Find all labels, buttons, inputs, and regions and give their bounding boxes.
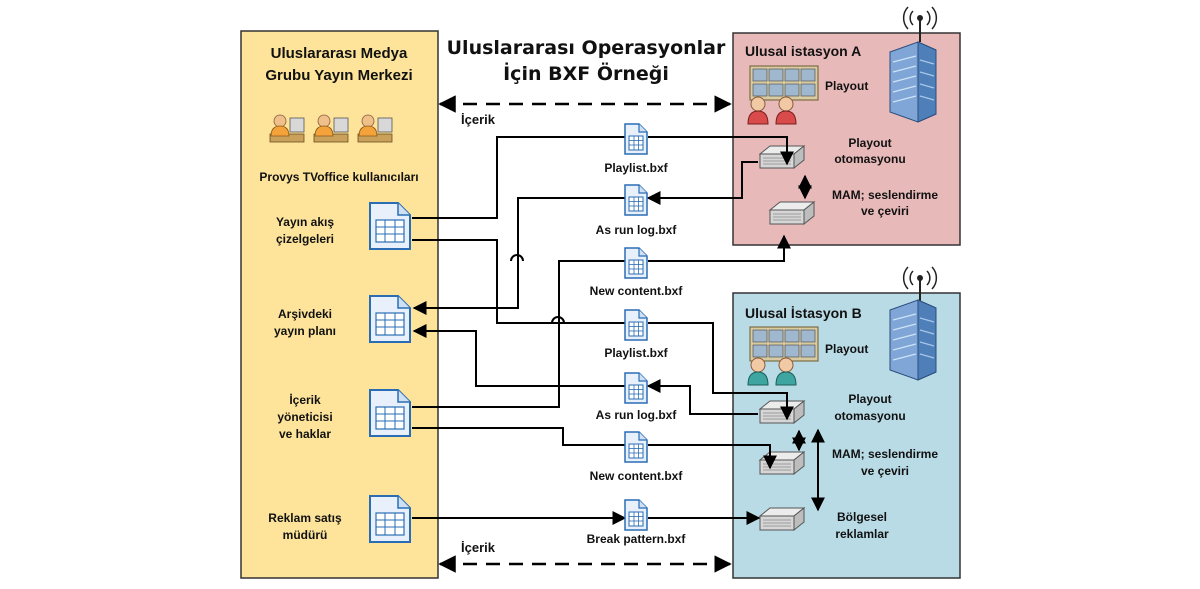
left-panel-title-line1: Uluslararası Medya bbox=[271, 45, 408, 62]
content-label-bottom: İçerik bbox=[461, 540, 496, 555]
content-label-top: İçerik bbox=[461, 112, 496, 127]
monitors-a-icon bbox=[749, 65, 819, 101]
file-breakpattern: Break pattern.bxf bbox=[587, 499, 687, 546]
station-b-mam-line1: MAM; seslendirme bbox=[832, 447, 938, 461]
bxf-file-icon bbox=[624, 309, 648, 341]
file-newcontent-a: New content.bxf bbox=[590, 247, 684, 298]
file-label: As run log.bxf bbox=[596, 408, 678, 422]
file-newcontent-b: New content.bxf bbox=[590, 431, 684, 483]
file-label: New content.bxf bbox=[590, 284, 684, 298]
line-crossings bbox=[510, 254, 565, 324]
station-b-automation-line1: Playout bbox=[848, 392, 891, 406]
item-schedules-line2: çizelgeleri bbox=[276, 232, 334, 246]
monitors-b-icon bbox=[749, 326, 819, 362]
file-asrun-b: As run log.bxf bbox=[596, 372, 678, 422]
station-a-mam-line2: ve çeviri bbox=[861, 204, 909, 218]
station-a-title: Ulusal istasyon A bbox=[745, 43, 861, 59]
bxf-file-icon bbox=[624, 184, 648, 216]
item-content-line1: İçerik bbox=[289, 392, 321, 407]
diagram-title-line2: İçin BXF Örneği bbox=[503, 61, 669, 85]
content-doc-icon bbox=[369, 389, 411, 437]
ads-doc-icon bbox=[369, 495, 411, 543]
users-label: Provys TVoffice kullanıcıları bbox=[259, 170, 418, 184]
station-b-title: Ulusal İstasyon B bbox=[745, 305, 862, 321]
file-label: New content.bxf bbox=[590, 469, 684, 483]
file-playlist-a: Playlist.bxf bbox=[604, 123, 669, 175]
station-b-regional-line2: reklamlar bbox=[835, 527, 889, 541]
file-label: Playlist.bxf bbox=[604, 161, 668, 175]
server-b-regional-icon bbox=[759, 507, 805, 531]
bxf-file-icon bbox=[624, 247, 648, 279]
file-playlist-b: Playlist.bxf bbox=[604, 309, 669, 360]
server-a-automation-icon bbox=[759, 145, 805, 169]
left-panel bbox=[240, 30, 439, 579]
station-b-automation-line2: otomasyonu bbox=[834, 409, 905, 423]
bxf-file-icon bbox=[624, 431, 648, 463]
schedules-doc-icon bbox=[369, 202, 411, 250]
server-b-mam-icon bbox=[759, 451, 805, 475]
file-label: As run log.bxf bbox=[596, 223, 678, 237]
item-ads-line2: müdürü bbox=[283, 528, 328, 542]
file-asrun-a: As run log.bxf bbox=[596, 184, 678, 237]
diagram-title-line1: Uluslararası Operasyonlar bbox=[447, 37, 726, 59]
connectors bbox=[412, 136, 825, 525]
item-content-line3: ve haklar bbox=[279, 427, 331, 441]
building-a-icon bbox=[889, 41, 937, 123]
station-a-mam-line1: MAM; seslendirme bbox=[832, 188, 938, 202]
station-a-automation-line1: Playout bbox=[848, 136, 891, 150]
station-a-automation-line2: otomasyonu bbox=[834, 152, 905, 166]
server-b-automation-icon bbox=[759, 400, 805, 424]
bxf-file-icon bbox=[624, 372, 648, 404]
item-archive-line1: Arşivdeki bbox=[278, 307, 332, 321]
station-b-regional-line1: Bölgesel bbox=[837, 510, 887, 524]
server-a-mam-icon bbox=[769, 201, 815, 225]
station-a-playout: Playout bbox=[825, 79, 868, 93]
file-label: Playlist.bxf bbox=[604, 346, 668, 360]
left-panel-title-line2: Grubu Yayın Merkezi bbox=[265, 67, 412, 84]
station-b-mam-line2: ve çeviri bbox=[861, 464, 909, 478]
item-archive-line2: yayın planı bbox=[274, 324, 336, 338]
bxf-file-icon bbox=[624, 499, 648, 531]
item-schedules-line1: Yayın akış bbox=[276, 215, 334, 229]
item-content-line2: yöneticisi bbox=[277, 410, 332, 424]
station-b-playout: Playout bbox=[825, 342, 868, 356]
bxf-file-icon bbox=[624, 123, 648, 155]
building-b-icon bbox=[889, 299, 937, 381]
archive-doc-icon bbox=[369, 295, 411, 343]
file-label: Break pattern.bxf bbox=[587, 532, 687, 546]
item-ads-line1: Reklam satış bbox=[268, 511, 342, 525]
